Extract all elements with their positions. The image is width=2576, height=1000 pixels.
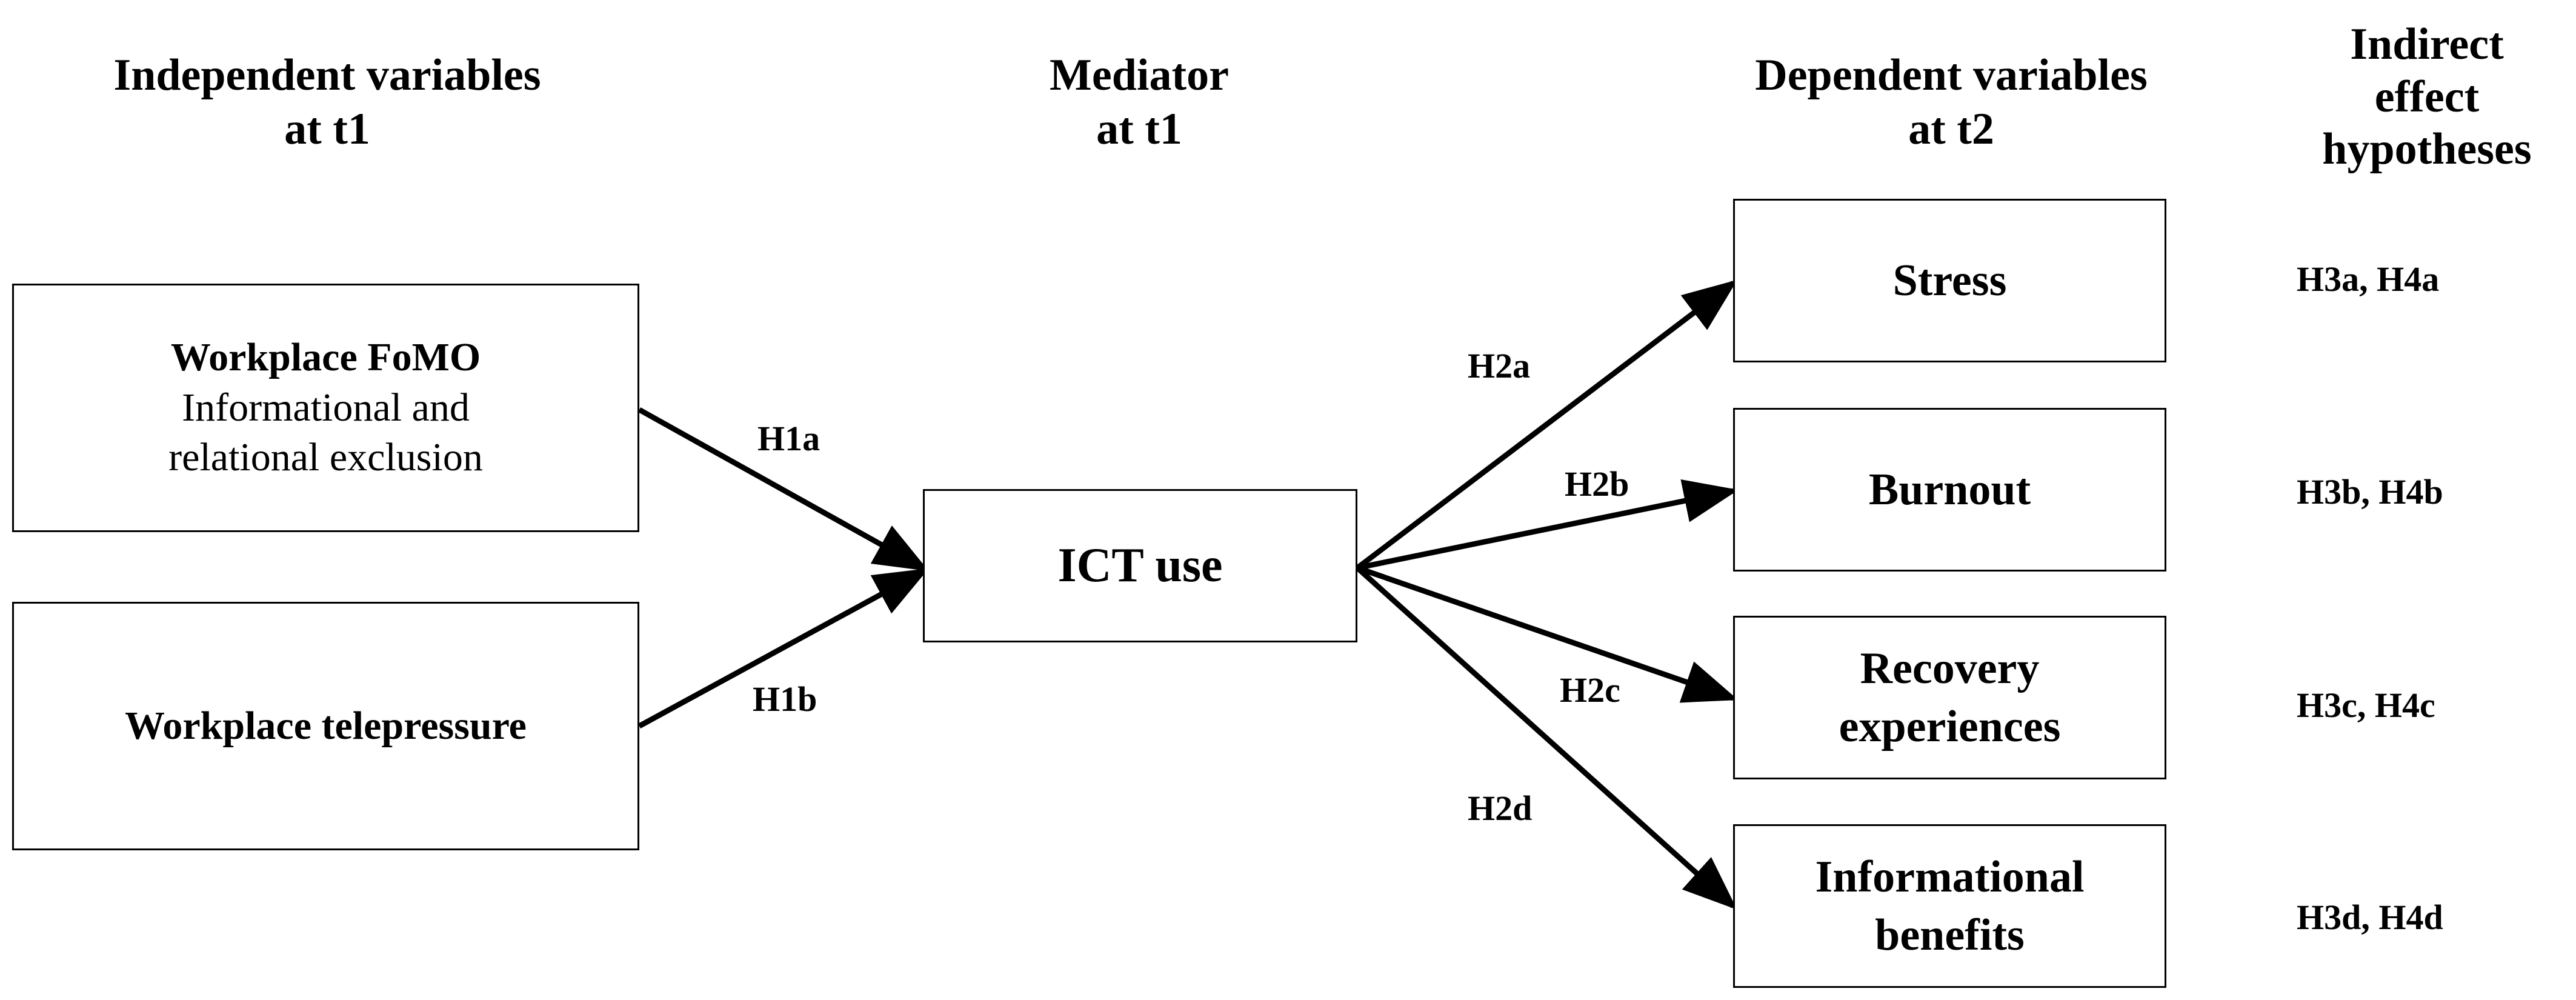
header-dependent-variables: Dependent variables at t2 <box>1679 48 2224 156</box>
box-burnout: Burnout <box>1733 408 2166 572</box>
box-stress: Stress <box>1733 199 2166 362</box>
box-informational-line-2: benefits <box>1875 910 2025 960</box>
header-indirect-line-3: hypotheses <box>2322 124 2532 175</box>
header-mediator: Mediator at t1 <box>927 48 1351 156</box>
header-mediator-line-1: Mediator <box>1050 50 1229 100</box>
header-independent-line-2: at t1 <box>284 104 370 154</box>
box-workplace-fomo-title: Workplace FoMO <box>170 335 481 380</box>
indirect-informational: H3d, H4d <box>2297 898 2443 937</box>
indirect-recovery: H3c, H4c <box>2297 685 2435 725</box>
box-ict-use: ICT use <box>923 489 1357 642</box>
label-h2c: H2c <box>1560 670 1620 710</box>
box-workplace-fomo: Workplace FoMO Informational and relatio… <box>12 284 639 532</box>
label-h2d: H2d <box>1468 788 1533 828</box>
box-informational-line-1: Informational <box>1815 852 2085 902</box>
header-dependent-line-1: Dependent variables <box>1755 50 2148 100</box>
arrow-h2b <box>1357 479 1739 571</box>
header-dependent-line-2: at t2 <box>1908 104 1994 154</box>
arrow-h2d <box>1355 565 1737 910</box>
box-recovery-line-2: experiences <box>1839 702 2061 752</box>
indirect-stress: H3a, H4a <box>2297 259 2440 299</box>
box-recovery-experiences: Recovery experiences <box>1733 616 2166 779</box>
label-h2b: H2b <box>1565 464 1629 504</box>
header-indirect-line-1: Indirect <box>2350 19 2504 69</box>
box-ict-use-title: ICT use <box>1057 539 1223 592</box>
box-workplace-fomo-line-1: Informational and <box>182 385 470 430</box>
header-indirect-effect-hypotheses: Indirect effect hypotheses <box>2285 18 2569 176</box>
header-independent-variables: Independent variables at t1 <box>24 48 630 156</box>
header-indirect-line-2: effect <box>2374 72 2480 122</box>
header-independent-line-1: Independent variables <box>113 50 541 100</box>
box-burnout-title: Burnout <box>1868 464 2031 515</box>
label-h1a: H1a <box>757 419 820 458</box>
indirect-burnout: H3b, H4b <box>2297 472 2443 512</box>
arrow-h1b <box>637 568 929 728</box>
box-stress-title: Stress <box>1892 255 2007 305</box>
box-recovery-line-1: Recovery <box>1860 643 2040 693</box>
box-workplace-telepressure: Workplace telepressure <box>12 602 639 850</box>
box-workplace-telepressure-title: Workplace telepressure <box>125 704 527 748</box>
header-mediator-line-2: at t1 <box>1096 104 1182 154</box>
arrow-h2c <box>1356 565 1739 703</box>
label-h2a: H2a <box>1468 346 1531 385</box>
box-workplace-fomo-line-2: relational exclusion <box>168 435 483 480</box>
box-informational-benefits: Informational benefits <box>1733 824 2166 988</box>
label-h1b: H1b <box>753 679 817 719</box>
arrow-h1a <box>637 407 929 572</box>
arrow-h2a <box>1356 279 1738 570</box>
